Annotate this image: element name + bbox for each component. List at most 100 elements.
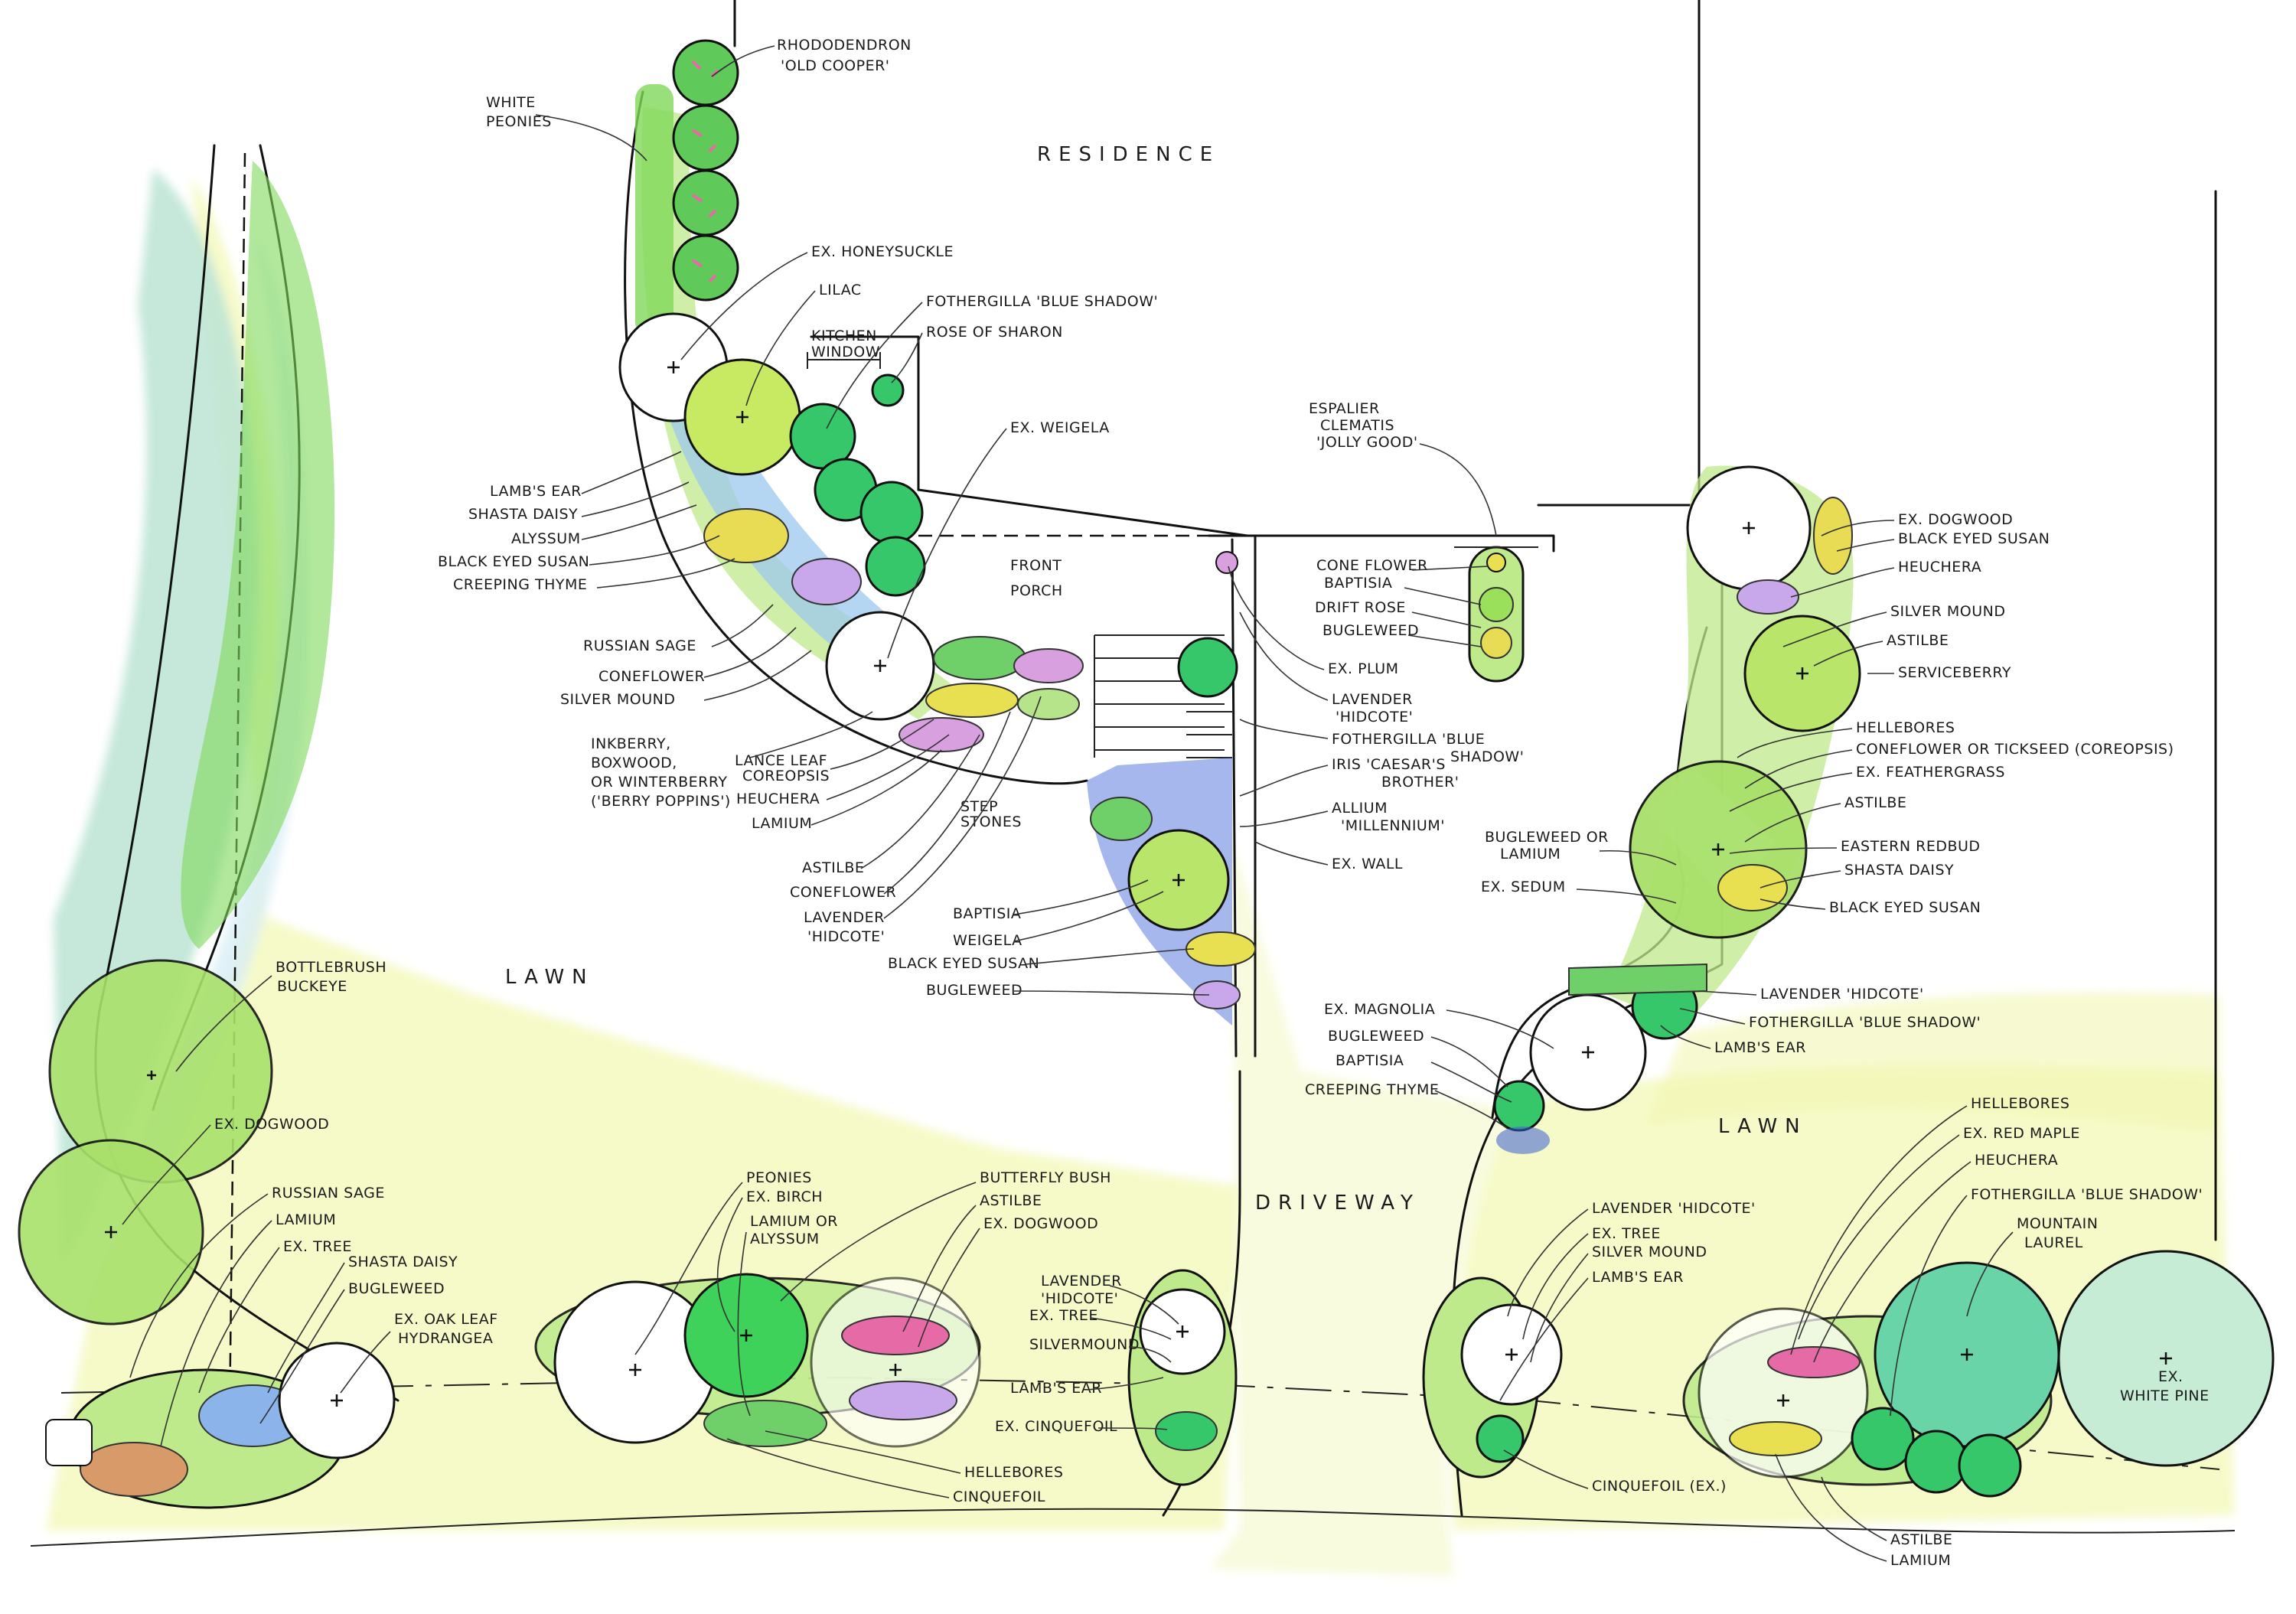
label-baptisia-right: BAPTISIA: [1336, 1052, 1404, 1069]
label-bugleweed-or: BUGLEWEED OR: [1485, 829, 1609, 846]
label-cinquefoil-ex: CINQUEFOIL (EX.): [1592, 1478, 1727, 1495]
label-bugleweed-or-lamium: LAMIUM: [1500, 846, 1561, 862]
label-lavender-bottom: LAVENDER: [1041, 1273, 1122, 1290]
label-silvermound-bottom: SILVERMOUND: [1029, 1336, 1140, 1353]
label-serviceberry: SERVICEBERRY: [1898, 664, 2011, 681]
label-lance-leaf: LANCE LEAF: [735, 752, 827, 769]
rhododendron-column: [672, 39, 739, 302]
label-coneflower-mid: CONEFLOWER: [790, 884, 896, 901]
label-baptisia-bed: BAPTISIA: [1324, 575, 1392, 592]
house-side-bed: [618, 39, 1256, 1025]
label-bugleweed-right: BUGLEWEED: [1328, 1028, 1424, 1045]
left-trees: [18, 161, 335, 1325]
label-driveway: DRIVEWAY: [1255, 1192, 1420, 1215]
label-black-eyed-susan-r2: BLACK EYED SUSAN: [1829, 899, 1981, 916]
area-labels: RESIDENCE FRONT PORCH LAWN LAWN DRIVEWAY…: [505, 143, 1808, 1215]
label-ex-tree-br: EX. TREE: [1592, 1225, 1661, 1242]
label-or-winterberry: OR WINTERBERRY: [591, 774, 727, 791]
label-ex-red-maple: EX. RED MAPLE: [1963, 1125, 2080, 1142]
label-astilbe-right: ASTILBE: [1887, 632, 1949, 649]
label-berry-poppins: ('BERRY POPPINS'): [591, 793, 731, 810]
tree-centers: [105, 361, 2172, 1407]
label-window: WINDOW: [811, 344, 880, 360]
bottom-lavender-bed: [1127, 1269, 1238, 1486]
label-allium-2: 'MILLENNIUM': [1341, 817, 1445, 834]
label-ex-feathergrass: EX. FEATHERGRASS: [1856, 764, 2005, 781]
leader-lines: [122, 45, 2014, 1562]
label-russian-sage-top: RUSSIAN SAGE: [583, 637, 696, 654]
label-fothergilla-top: FOTHERGILLA 'BLUE SHADOW': [926, 293, 1158, 310]
label-black-eyed-susan-left: BLACK EYED SUSAN: [438, 553, 589, 570]
label-peonies: PEONIES: [486, 113, 552, 130]
label-bugleweed-bed: BUGLEWEED: [1322, 622, 1419, 639]
label-laurel: LAUREL: [2024, 1234, 2083, 1251]
label-boxwood: BOXWOOD,: [591, 755, 677, 771]
label-astilbe-mid: ASTILBE: [802, 859, 864, 876]
label-allium: ALLIUM: [1332, 800, 1388, 817]
clematis-bed: [1454, 546, 1538, 683]
label-ex-tree-bottom: EX. TREE: [1029, 1307, 1098, 1324]
label-black-eyed-susan-mid: BLACK EYED SUSAN: [888, 955, 1039, 972]
label-russian-sage-bottom: RUSSIAN SAGE: [272, 1185, 385, 1202]
label-mountain: MOUNTAIN: [2017, 1215, 2098, 1232]
label-lilac: LILAC: [819, 282, 862, 298]
label-rhododendron: RHODODENDRON: [777, 37, 912, 54]
label-silver-mound-br: SILVER MOUND: [1592, 1244, 1707, 1260]
label-rose-of-sharon: ROSE OF SHARON: [926, 324, 1063, 341]
label-alyssum: ALYSSUM: [511, 530, 581, 547]
porch-steps: [1094, 634, 1232, 758]
label-ex: EX.: [2158, 1368, 2183, 1385]
label-creeping-thyme-left: CREEPING THYME: [453, 576, 587, 593]
label-shasta-daisy-right: SHASTA DAISY: [1844, 862, 1954, 879]
bottom-right-bed: [1682, 1250, 2275, 1498]
label-ex-cinquefoil: EX. CINQUEFOIL: [995, 1418, 1117, 1435]
label-lavender-porch-cultivar: 'HIDCOTE': [1336, 709, 1413, 725]
rose-of-sharon-shrub: [871, 373, 905, 407]
label-bugleweed-mid: BUGLEWEED: [926, 982, 1022, 999]
label-lawn-left: LAWN: [505, 966, 595, 989]
label-lavender-mid: LAVENDER: [804, 909, 885, 926]
label-iris-2: BROTHER': [1381, 774, 1459, 791]
bottom-left-bed: [45, 1342, 396, 1509]
label-drift-rose: DRIFT ROSE: [1315, 599, 1406, 616]
white-peonies-hedge: [635, 84, 673, 337]
label-lambs-ear-bottom: LAMB'S EAR: [1010, 1380, 1102, 1397]
label-fothergilla-porch-2: SHADOW': [1450, 748, 1524, 765]
label-ex-oak-leaf: EX. OAK LEAF: [394, 1311, 498, 1328]
ex-plum-tree: [1177, 637, 1238, 698]
label-coneflower-top: CONEFLOWER: [598, 668, 705, 685]
label-lavender-right: LAVENDER 'HIDCOTE': [1760, 986, 1924, 1003]
label-ex-wall: EX. WALL: [1332, 856, 1403, 872]
label-residence: RESIDENCE: [1037, 143, 1220, 166]
label-iris: IRIS 'CAESAR'S: [1332, 756, 1446, 773]
label-lavender-bottom-cultivar: 'HIDCOTE': [1041, 1290, 1118, 1307]
label-white-pine: WHITE PINE: [2120, 1387, 2210, 1404]
label-astilbe-right2: ASTILBE: [1844, 794, 1906, 811]
label-hellebores-right: HELLEBORES: [1856, 719, 1955, 736]
label-silver-mound-top: SILVER MOUND: [560, 691, 676, 708]
label-eastern-redbud: EASTERN REDBUD: [1841, 838, 1981, 855]
label-white: WHITE: [486, 94, 536, 111]
label-heuchera-right: HEUCHERA: [1898, 559, 1981, 575]
label-lamium-br: LAMIUM: [1890, 1552, 1951, 1569]
label-bottlebrush: BOTTLEBRUSH: [276, 959, 386, 976]
label-lambs-ear-br: LAMB'S EAR: [1592, 1269, 1684, 1286]
label-ex-sedum: EX. SEDUM: [1481, 879, 1566, 895]
label-ex-plum: EX. PLUM: [1328, 660, 1399, 677]
label-rhododendron-cultivar: 'OLD COOPER': [781, 57, 890, 74]
label-astilbe-bottom: ASTILBE: [980, 1192, 1042, 1209]
label-silver-mound-right: SILVER MOUND: [1890, 603, 2006, 620]
label-jolly-good: 'JOLLY GOOD': [1316, 434, 1418, 451]
label-porch: PORCH: [1010, 582, 1063, 599]
label-inkberry: INKBERRY,: [591, 735, 671, 752]
label-lawn-right: LAWN: [1718, 1115, 1808, 1138]
label-kitchen: KITCHEN: [811, 328, 877, 344]
label-lamium-or-alyssum: ALYSSUM: [750, 1231, 820, 1247]
label-lambs-ear-right: LAMB'S EAR: [1714, 1039, 1806, 1056]
label-lavender-mid-cultivar: 'HIDCOTE': [807, 928, 885, 945]
label-cone-flower-bed: CONE FLOWER: [1316, 557, 1428, 574]
label-coneflower-tickseed: CONEFLOWER OR TICKSEED (COREOPSIS): [1856, 741, 2174, 758]
label-fothergilla-br: FOTHERGILLA 'BLUE SHADOW': [1971, 1186, 2203, 1203]
label-lamium-or: LAMIUM OR: [750, 1213, 838, 1230]
